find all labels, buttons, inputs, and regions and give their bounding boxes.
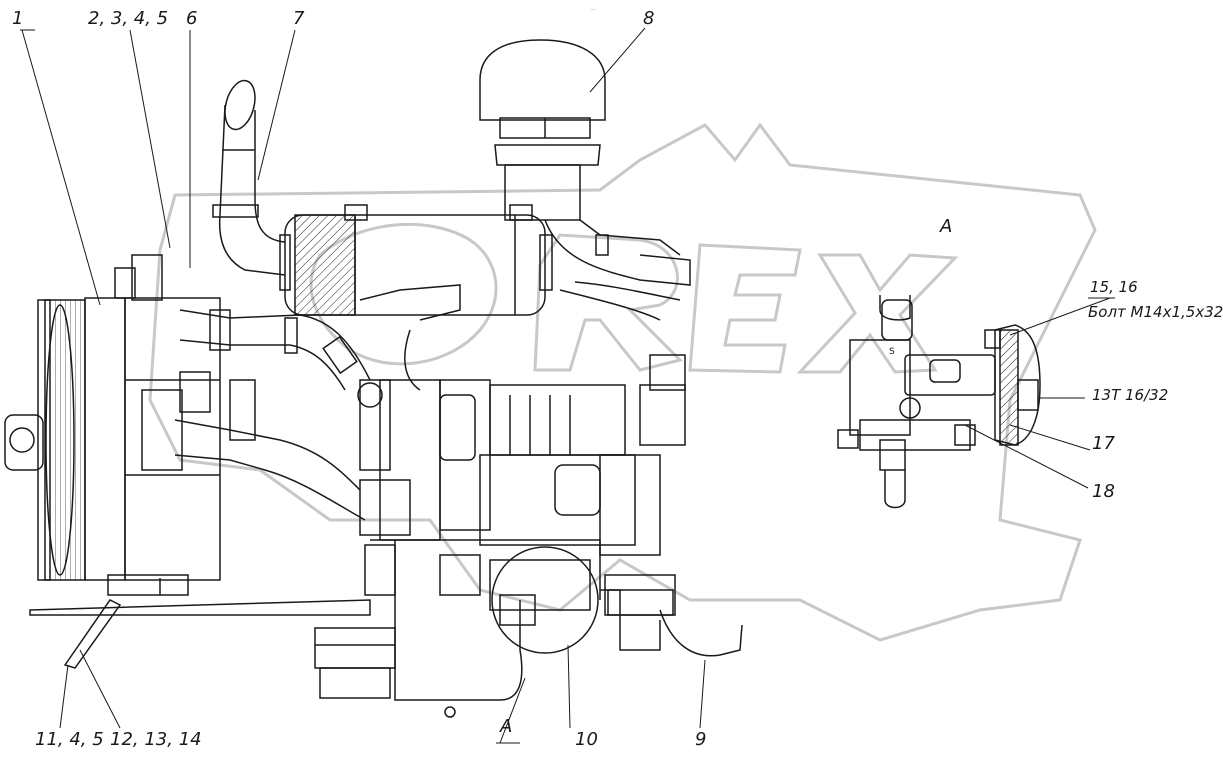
callout-7: 7 <box>293 8 305 29</box>
radiator <box>84 254 221 596</box>
engine-assembly-drawing: S ... 1 2, 3, 4, 5 6 7 8 A 15, 16 Болт М… <box>4 5 1223 750</box>
leader-lines <box>20 27 1115 744</box>
drawing-canvas: S <box>4 27 1115 744</box>
muffler <box>279 204 553 316</box>
hydraulic-pump-detail: S <box>837 295 1041 509</box>
exhaust-pipe <box>212 79 286 276</box>
engine-block <box>322 284 686 718</box>
cooling-fan <box>4 299 86 581</box>
callout-11-4-5: 11, 4, 5 <box>35 729 104 750</box>
watermark-logo <box>148 122 1097 642</box>
view-a-marker: A <box>500 716 513 737</box>
detail-circle-a <box>491 546 599 654</box>
stay-bracket <box>63 599 122 669</box>
spline-note: 13Т 16/32 <box>1092 386 1169 404</box>
callout-12-13-14: 12, 13, 14 <box>110 729 202 750</box>
callout-17: 17 <box>1092 433 1115 454</box>
bolt-note: Болт М14х1,5х32 <box>1088 303 1223 321</box>
radiator-hoses <box>174 309 371 521</box>
view-a-title: A <box>940 216 953 237</box>
callout-18: 18 <box>1092 481 1115 502</box>
engine-mounts <box>29 589 674 699</box>
callout-15-16: 15, 16 <box>1090 278 1138 296</box>
callout-6: 6 <box>186 8 198 29</box>
air-filter <box>479 39 691 321</box>
fuel-line <box>659 609 743 657</box>
callout-8: 8 <box>643 8 655 29</box>
callout-2-3-4-5: 2, 3, 4, 5 <box>88 8 169 29</box>
valve-mark: S <box>889 347 895 357</box>
header-mark: ... <box>590 5 596 12</box>
callout-9: 9 <box>695 729 707 750</box>
callout-1: 1 <box>12 8 24 29</box>
callout-10: 10 <box>575 729 598 750</box>
